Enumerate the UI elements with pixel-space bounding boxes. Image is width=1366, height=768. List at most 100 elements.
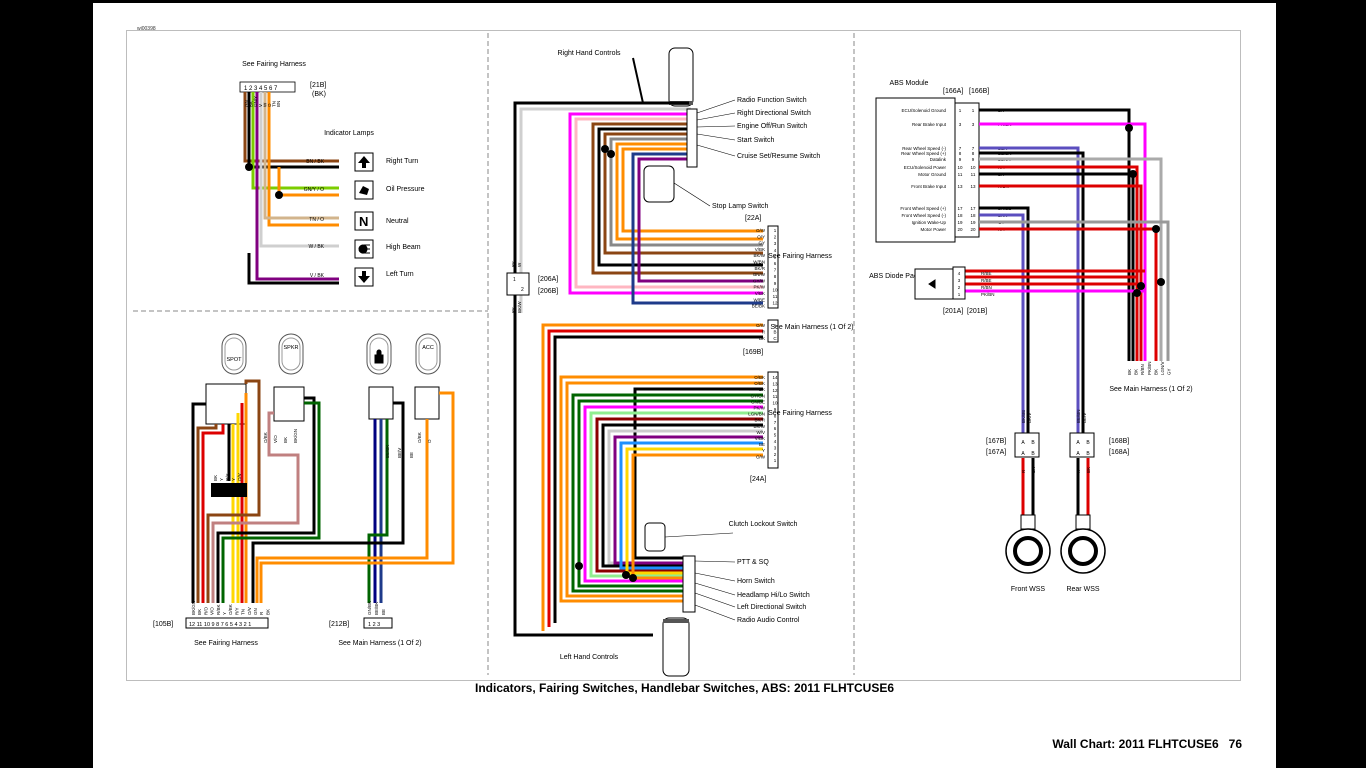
- indicator-lamps-title: Indicator Lamps: [324, 130, 374, 137]
- connector-24a-pin: 7: [774, 420, 777, 425]
- spot-button: SPOT: [221, 333, 247, 375]
- abs-pin-name: Front Brake Input: [911, 184, 947, 189]
- connector-168a-label: [168A]: [1109, 449, 1129, 456]
- wss-pin-top: A: [1021, 440, 1025, 446]
- connector-206a-label: [206A]: [538, 276, 558, 283]
- abs-pin-number: 18: [957, 213, 963, 218]
- connector-22a-wire: BK/W: [753, 253, 765, 258]
- abs-pin-number-mate: 3: [972, 122, 975, 127]
- connector-22a: [767, 225, 779, 309]
- manual-page: wi00398 See Fairing Harness 1 2 3 4 5 6 …: [93, 3, 1276, 768]
- connector-21b-wire: V: [258, 104, 263, 107]
- connector-201-pin: 1: [958, 292, 961, 297]
- page-number: 76: [1228, 737, 1242, 751]
- connector-201b-label: [201B]: [967, 308, 987, 315]
- connector-24a-pin: 14: [772, 375, 778, 380]
- connector-24a-wire: W/V: [757, 430, 766, 435]
- connector-main-pins: ABC: [773, 323, 777, 341]
- lamp-label-right-turn: Right Turn: [386, 158, 418, 165]
- rear-wss-label: Rear WSS: [1066, 586, 1099, 593]
- connector-201-pin: 3: [958, 278, 961, 283]
- connector-105b-wire: GN: [253, 608, 258, 615]
- right-handgrip: [668, 47, 694, 107]
- fairing-harness-105-label: See Fairing Harness: [194, 640, 258, 647]
- spkr-switch: [273, 386, 305, 422]
- spkr-switch-wire: BK: [283, 437, 288, 443]
- connector-105b-wire: R/O: [203, 607, 208, 616]
- spot-switch-wire: O/V: [237, 473, 242, 481]
- connector-201a-label: [201A]: [943, 308, 963, 315]
- lamp-wires-oil-pressure: GN/Y / O: [304, 187, 324, 193]
- acc-switch-wire: O: [427, 439, 432, 443]
- diode-icon: [928, 279, 936, 289]
- connector-22a-pin: 5: [774, 254, 777, 259]
- connector-main-pin: C: [773, 336, 777, 341]
- lamp-wires-high-beam: W / BK: [308, 244, 324, 250]
- rear-wss-wire: BE/BN: [1076, 409, 1081, 423]
- connector-22a-wire: GY/W: [753, 278, 766, 283]
- connector-22a-pin: 9: [774, 281, 777, 286]
- connector-206b-label: [206B]: [538, 288, 558, 295]
- spot-switch-wire: Y: [219, 478, 224, 481]
- connector-22a-pin: 12: [772, 301, 778, 306]
- connector-201: [952, 266, 966, 300]
- connector-212b: [363, 617, 393, 629]
- front-wss-wire: BK/BE: [1021, 410, 1026, 423]
- connector-105b-label: [105B]: [153, 621, 173, 628]
- connector-105b-pins: 12 11 10 9 8 7 6 5 4 3 2 1: [189, 622, 251, 628]
- connector-22a-pin: 7: [774, 268, 777, 273]
- abs-pin-number-mate: 17: [970, 206, 976, 211]
- main-harness-label: See Main Harness (1 Of 2): [770, 324, 853, 331]
- drawing-id: wi00398: [137, 26, 156, 32]
- connector-24a-pin: 11: [773, 394, 778, 399]
- connector-22a-pin: 8: [774, 274, 777, 279]
- connector-21b-wire: W: [262, 102, 267, 107]
- wss-pin-top: A: [1076, 440, 1080, 446]
- connector-24a-wire-codes: O/BKO/BKBKGY/GNGN/BEPK/WLGN/BNBK/RBK/WW/…: [748, 375, 766, 459]
- connector-201-pin: 2: [958, 285, 961, 290]
- connector-22a-wire: V/BK: [755, 247, 765, 252]
- left-switch-left-directional: Left Directional Switch: [737, 604, 806, 611]
- abs-pin-number-mate: 1: [972, 108, 975, 113]
- abs-pin-number-mate: 13: [970, 184, 976, 189]
- abs-pin-name: Datalink: [930, 157, 947, 162]
- lamp-label-left-turn: Left Turn: [386, 271, 414, 278]
- lamp-label-high-beam: High Beam: [386, 244, 421, 251]
- connector-166b-label: [166B]: [969, 88, 989, 95]
- connector-24a-wire: LGN/BN: [748, 412, 765, 417]
- connector-22a-pin: 4: [774, 248, 777, 253]
- connector-167a-label: [167A]: [986, 449, 1006, 456]
- abs-pin-number: 1: [959, 108, 962, 113]
- abs-section: ABS Module [166A] [166B] ECU/Solenoid Gr…: [869, 80, 1193, 593]
- wiring-diagram: wi00398 See Fairing Harness 1 2 3 4 5 6 …: [133, 26, 1193, 677]
- connector-206-pins: 12: [513, 277, 524, 293]
- lock-button: [366, 333, 392, 375]
- connector-105b-wire: BK: [265, 609, 270, 615]
- connector-21b-pins: 1 2 3 4 5 6 7: [244, 86, 278, 92]
- connector-24a-pin: 2: [774, 452, 777, 457]
- left-switch-radio-audio-control: Radio Audio Control: [737, 617, 800, 624]
- connector-105b: [185, 617, 269, 629]
- abs-pin-number: 10: [957, 165, 963, 170]
- high-beam-icon: [354, 239, 374, 259]
- lamp-wires-right-turn: BN / BK: [306, 159, 324, 165]
- connector-22a-pin: 2: [774, 235, 777, 240]
- left-handgrip: [662, 617, 690, 677]
- abs-pin-number-mate: 9: [972, 157, 975, 162]
- abs-module-body: [875, 97, 956, 243]
- abs-pin-number: 13: [957, 184, 963, 189]
- left-switch-headlamp-hi-lo: Headlamp Hi/Lo Switch: [737, 592, 810, 599]
- connector-212b-wire: BE: [381, 609, 386, 615]
- right-hand-controls-label: Right Hand Controls: [557, 50, 621, 57]
- abs-main-harness-label: See Main Harness (1 Of 2): [1109, 386, 1192, 393]
- abs-main-wire: BK: [1127, 369, 1132, 375]
- connector-24a-pin: 6: [774, 426, 777, 431]
- left-switch-ptt-sq: PTT & SQ: [737, 559, 769, 566]
- connector-24a-wire: O/BK: [754, 381, 765, 386]
- right-switch-start: Start Switch: [737, 137, 774, 144]
- abs-pin-number: 20: [957, 227, 963, 232]
- connector-21b-wire: BK: [249, 101, 254, 107]
- connector-main-wire: BK: [759, 336, 765, 341]
- right-switch-housing: [686, 108, 698, 168]
